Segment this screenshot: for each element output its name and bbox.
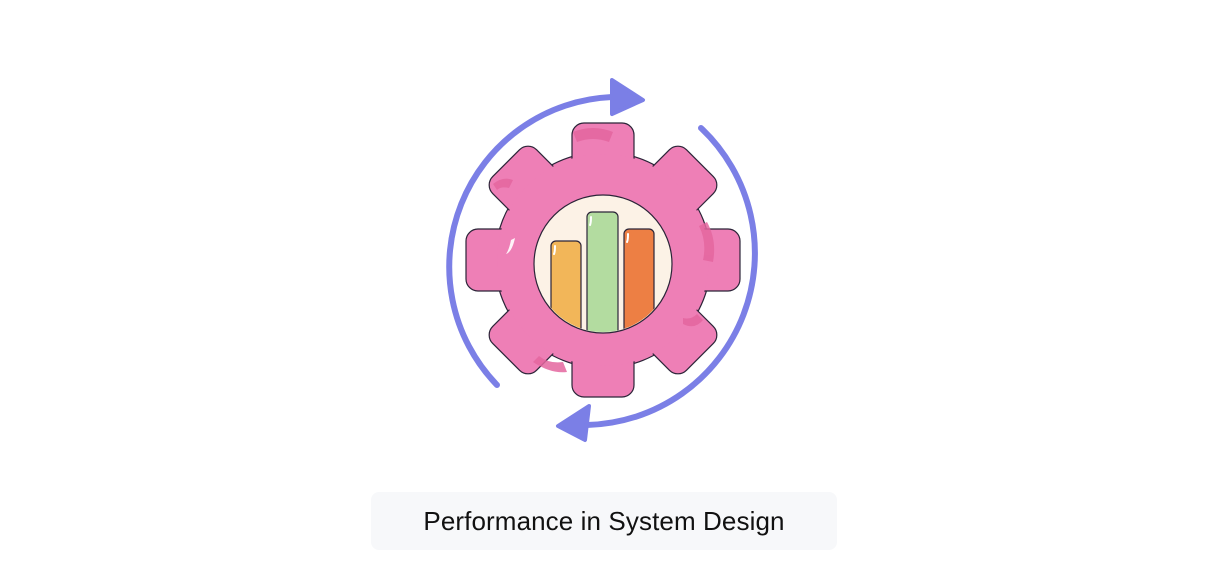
caption-box: Performance in System Design — [371, 492, 837, 550]
cycle-arrows-icon — [446, 78, 758, 442]
bottom-arrowhead-icon — [556, 404, 591, 442]
top-arrowhead-icon — [610, 78, 645, 116]
gear-icon — [465, 122, 741, 398]
performance-illustration — [446, 78, 758, 442]
bottom-cycle-arrow — [584, 125, 758, 428]
top-cycle-arrow — [446, 94, 615, 388]
caption-text: Performance in System Design — [423, 505, 785, 536]
bar-middle — [586, 211, 619, 332]
